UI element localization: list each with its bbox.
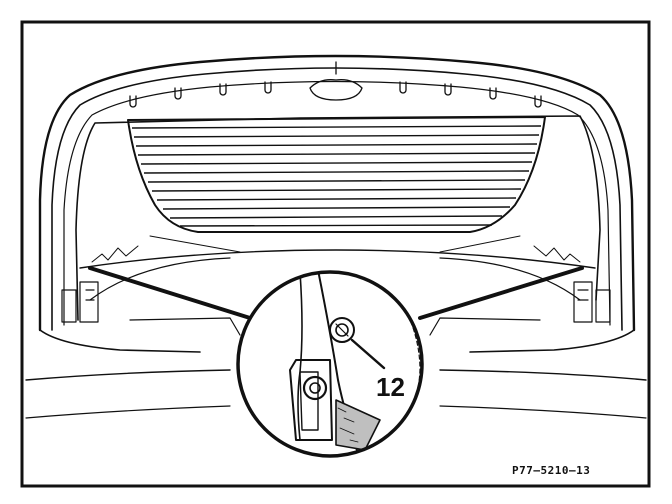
figure-frame [20,20,651,488]
rear-glass-stripes [131,125,542,227]
vehicle-body [25,54,647,419]
detail-leader-lines [88,266,584,320]
detail-magnifier [236,270,424,458]
callout-label-12: 12 [376,372,405,402]
callout-leader-12 [350,338,386,370]
figure-code: P77–5210–13 [512,464,590,477]
